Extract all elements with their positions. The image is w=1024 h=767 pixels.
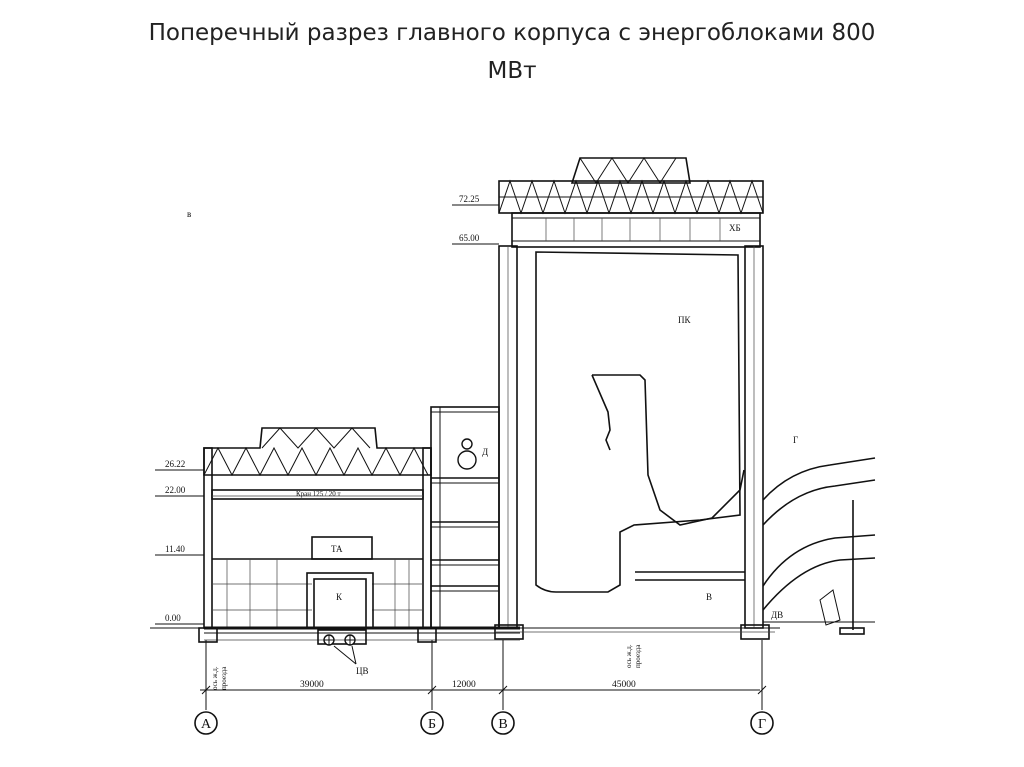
elevation-7225-text: 72.25: [459, 194, 480, 204]
elevation-mark-2622: 26.22: [155, 459, 204, 471]
label-tsv: ЦВ: [356, 666, 369, 676]
elevation-mark-1140: 11.40: [155, 544, 204, 556]
label-v-left: в: [187, 209, 191, 219]
axis-g: Г: [750, 711, 774, 735]
elevation-marks: 72.25 65.00 26.22 22.00 11.40 0.00: [155, 194, 499, 625]
label-hb: ХБ: [729, 223, 741, 233]
label-dv: ДВ: [771, 610, 783, 620]
elevation-mark-7225: 72.25: [452, 194, 499, 206]
title-line-1: Поперечный разрез главного корпуса с эне…: [148, 20, 876, 46]
elevation-6500-text: 65.00: [459, 233, 480, 243]
dimension-12000: 12000: [452, 680, 476, 690]
overhead-crane: [211, 489, 424, 500]
elevation-mark-000: 0.00: [155, 613, 204, 625]
bunker-gallery: [511, 212, 761, 248]
elevation-2622-text: 26.22: [165, 459, 185, 469]
label-ta: ТА: [331, 544, 343, 554]
dimension-chain: 39000 12000 45000: [200, 640, 767, 710]
axis-a-text: А: [201, 717, 212, 732]
rail-axis-left-2: проезда: [220, 666, 228, 690]
axis-v: В: [491, 711, 515, 735]
turbine-unit: [311, 536, 373, 560]
boiler-house: [494, 157, 775, 640]
label-g: Г: [793, 435, 798, 445]
flue-ducts: [635, 457, 876, 635]
elevation-mark-2200: 22.00: [155, 485, 204, 497]
equipment-labels: в ХБ ПК Д Кран 125 / 20 т ТА К ЦВ Г В ДВ…: [187, 209, 798, 690]
dimension-45000: 45000: [612, 680, 636, 690]
label-pk: ПК: [678, 315, 691, 325]
elevation-2200-text: 22.00: [165, 485, 186, 495]
elevation-1140-text: 11.40: [165, 544, 185, 554]
axis-a: А: [194, 711, 218, 735]
slide-title: Поперечный разрез главного корпуса с эне…: [0, 14, 1024, 90]
axis-b: Б: [420, 711, 444, 735]
label-crane: Кран 125 / 20 т: [296, 490, 341, 498]
rail-axis-right-1: ось ж.д.: [625, 644, 633, 668]
elevation-mark-6500: 65.00: [452, 233, 499, 245]
label-k: К: [336, 592, 343, 602]
label-v-right: В: [706, 592, 712, 602]
furnace-outline: [592, 374, 745, 526]
axis-g-text: Г: [758, 717, 766, 732]
dimension-39000: 39000: [300, 680, 324, 690]
rail-axis-right-2: проезда: [634, 644, 642, 668]
title-line-2: МВт: [487, 58, 537, 84]
boiler-roof-lantern: [570, 157, 691, 184]
rail-axis-left-1: ось ж.д.: [211, 666, 219, 690]
deaerator-tank: [457, 450, 477, 470]
axis-b-text: Б: [428, 717, 436, 732]
boiler-casing: [535, 251, 741, 593]
elevation-000-text: 0.00: [165, 613, 181, 623]
deaerator-bay: [430, 406, 500, 629]
axis-v-text: В: [498, 717, 507, 732]
label-d: Д: [482, 447, 488, 457]
grid-axes: А Б В Г: [194, 711, 774, 735]
